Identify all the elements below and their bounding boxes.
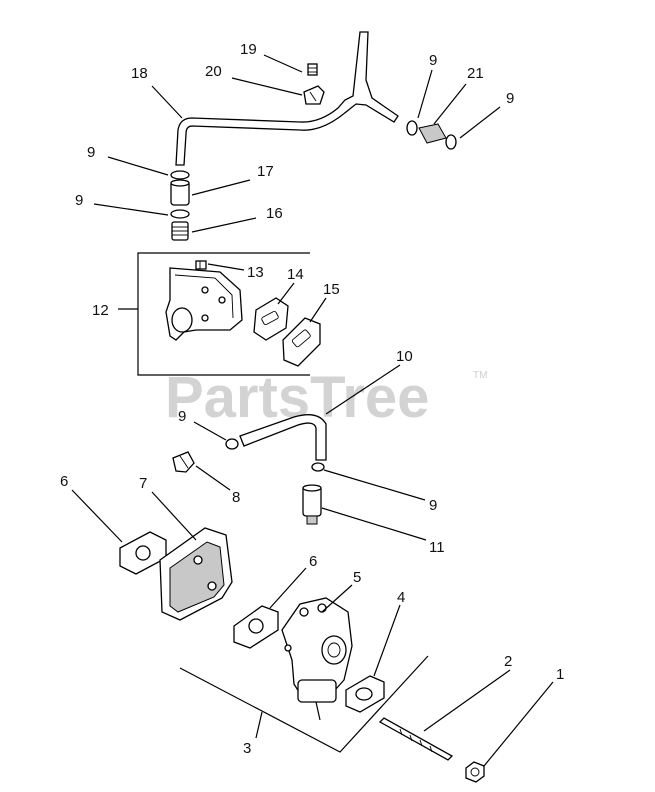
part-9-clamp-stack-top <box>170 170 190 180</box>
part-14-gasket <box>253 297 289 341</box>
part-7-spacer-plate <box>159 527 233 621</box>
part-1-nut <box>465 761 485 783</box>
part-19-screw <box>307 63 318 76</box>
callout-6: 6 <box>60 473 68 490</box>
leader-lines <box>71 54 554 767</box>
callout-4: 4 <box>397 589 405 606</box>
part-5-carburetor <box>281 597 353 721</box>
callout-1: 1 <box>556 666 564 683</box>
part-9-clamp-upper-left <box>406 120 418 136</box>
callout-16: 16 <box>266 205 283 222</box>
part-9-clamp-upper-right <box>445 134 457 150</box>
callout-5: 5 <box>353 569 361 586</box>
callout-21: 21 <box>467 65 484 82</box>
callout-8: 8 <box>232 489 240 506</box>
part-2-stud <box>378 717 454 761</box>
part-6-gasket-left <box>119 531 167 575</box>
callout-9: 9 <box>429 497 437 514</box>
callout-20: 20 <box>205 63 222 80</box>
callout-17: 17 <box>257 163 274 180</box>
callout-2: 2 <box>504 653 512 670</box>
callout-11: 11 <box>429 539 445 556</box>
callout-9: 9 <box>429 52 437 69</box>
callout-9: 9 <box>506 90 514 107</box>
callout-18: 18 <box>131 65 148 82</box>
callout-9: 9 <box>87 144 95 161</box>
part-20-clip <box>303 85 325 105</box>
callout-10: 10 <box>396 348 413 365</box>
callout-9: 9 <box>75 192 83 209</box>
part-17-hose <box>170 179 190 206</box>
part-16-fitting <box>171 221 189 241</box>
callout-3: 3 <box>243 740 251 757</box>
part-8-elbow <box>172 451 195 473</box>
callout-14: 14 <box>287 266 304 283</box>
part-15-gasket <box>282 317 321 367</box>
part-3-assembly-frame <box>179 655 429 753</box>
callout-19: 19 <box>240 41 257 58</box>
part-12-fuel-pump <box>165 267 243 341</box>
part-9-clamp-line-left <box>225 438 239 450</box>
watermark-trademark: TM <box>473 370 487 381</box>
callout-7: 7 <box>139 475 147 492</box>
part-4-gasket <box>345 675 385 713</box>
part-11-filter <box>302 484 322 525</box>
callout-numbers: 18 19 20 9 21 9 9 17 9 16 13 14 12 15 10… <box>60 41 564 757</box>
part-18-fuel-line <box>175 31 399 166</box>
callout-15: 15 <box>323 281 340 298</box>
part-21-hose <box>418 123 447 144</box>
callout-6: 6 <box>309 553 317 570</box>
part-6-gasket-right <box>233 605 279 649</box>
part-12-assembly-frame <box>137 252 310 376</box>
part-9-clamp-line-right <box>311 462 325 472</box>
part-9-clamp-stack-bottom <box>170 209 190 219</box>
callout-9: 9 <box>178 408 186 425</box>
part-13-screw <box>195 260 207 270</box>
callout-13: 13 <box>247 264 264 281</box>
callout-12: 12 <box>92 302 109 319</box>
part-10-fuel-line <box>239 414 327 461</box>
